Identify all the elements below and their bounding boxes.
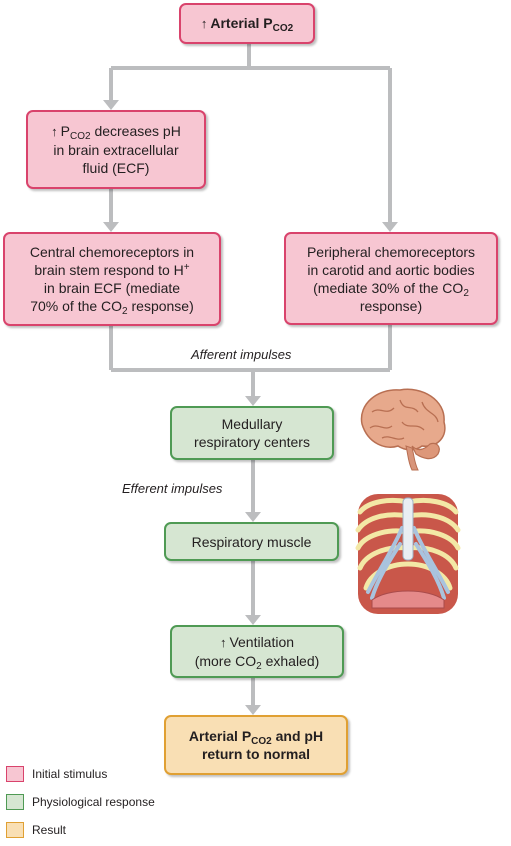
peripheral-chemoreceptors-box: Peripheral chemoreceptors in carotid and… (284, 232, 498, 325)
peripheral-line3: (mediate 30% of the CO (313, 279, 464, 296)
legend-label-physiological-response: Physiological response (32, 795, 155, 809)
ventilation-line2b: exhaled) (261, 653, 320, 669)
stimulus-box: ↑Arterial PCO2 (179, 3, 315, 44)
ventilation-line1: Ventilation (229, 634, 295, 650)
increase-arrow-icon: ↑ (51, 124, 58, 139)
respiratory-muscle-text: Respiratory muscle (191, 533, 312, 550)
central-chemoreceptors-box: Central chemoreceptors in brain stem res… (3, 232, 221, 326)
legend-label-initial-stimulus: Initial stimulus (32, 767, 108, 781)
medullary-centers-box: Medullary respiratory centers (170, 406, 334, 460)
central-subscript: 2 (122, 306, 128, 317)
stimulus-text: Arterial P (210, 15, 273, 31)
central-line1: Central chemoreceptors in (29, 244, 195, 260)
brain-ph-line3: fluid (ECF) (82, 160, 150, 176)
central-superscript: + (183, 262, 190, 273)
peripheral-subscript: 2 (463, 287, 469, 299)
central-line4a: 70% of the CO (30, 298, 123, 314)
peripheral-line1: Peripheral chemoreceptors (306, 243, 476, 260)
ventilation-line2a: (more CO (194, 653, 257, 669)
stimulus-subscript: CO2 (272, 23, 294, 34)
brain-ph-line2: in brain extracellular (53, 142, 179, 158)
increase-arrow-icon: ↑ (219, 635, 227, 650)
result-line2: return to normal (201, 746, 311, 762)
brain-ph-subscript: CO2 (70, 131, 91, 142)
central-line4b: response) (127, 298, 194, 314)
efferent-impulses-label: Efferent impulses (122, 481, 223, 496)
ventilation-box: ↑Ventilation (more CO2 exhaled) (170, 625, 344, 678)
peripheral-line2: in carotid and aortic bodies (307, 261, 475, 278)
legend-swatch-result (6, 822, 24, 838)
medullary-line2: respiratory centers (194, 434, 310, 450)
increase-arrow-icon: ↑ (200, 16, 208, 31)
central-line2: brain stem respond to H (34, 262, 184, 278)
legend-swatch-physiological-response (6, 794, 24, 810)
brain-ph-p: P (60, 123, 70, 139)
respiratory-muscle-box: Respiratory muscle (164, 522, 339, 561)
ventilation-subscript: 2 (256, 661, 262, 672)
legend-label-result: Result (32, 823, 67, 837)
result-subscript: CO2 (251, 736, 272, 747)
central-line3: in brain ECF (mediate (43, 280, 181, 296)
brain-ph-box: ↑PCO2 decreases pH in brain extracellula… (26, 110, 206, 189)
brain-illustration (360, 388, 446, 471)
medullary-line1: Medullary (221, 416, 283, 432)
result-box: Arterial PCO2 and pH return to normal (164, 715, 348, 775)
rib-cage-illustration (355, 494, 461, 614)
result-line1b: and pH (271, 728, 324, 744)
result-line1a: Arterial P (188, 728, 252, 744)
afferent-impulses-label: Afferent impulses (191, 347, 292, 362)
legend-swatch-initial-stimulus (6, 766, 24, 782)
brain-ph-rest: decreases pH (90, 123, 181, 139)
peripheral-line4: response) (359, 297, 423, 314)
